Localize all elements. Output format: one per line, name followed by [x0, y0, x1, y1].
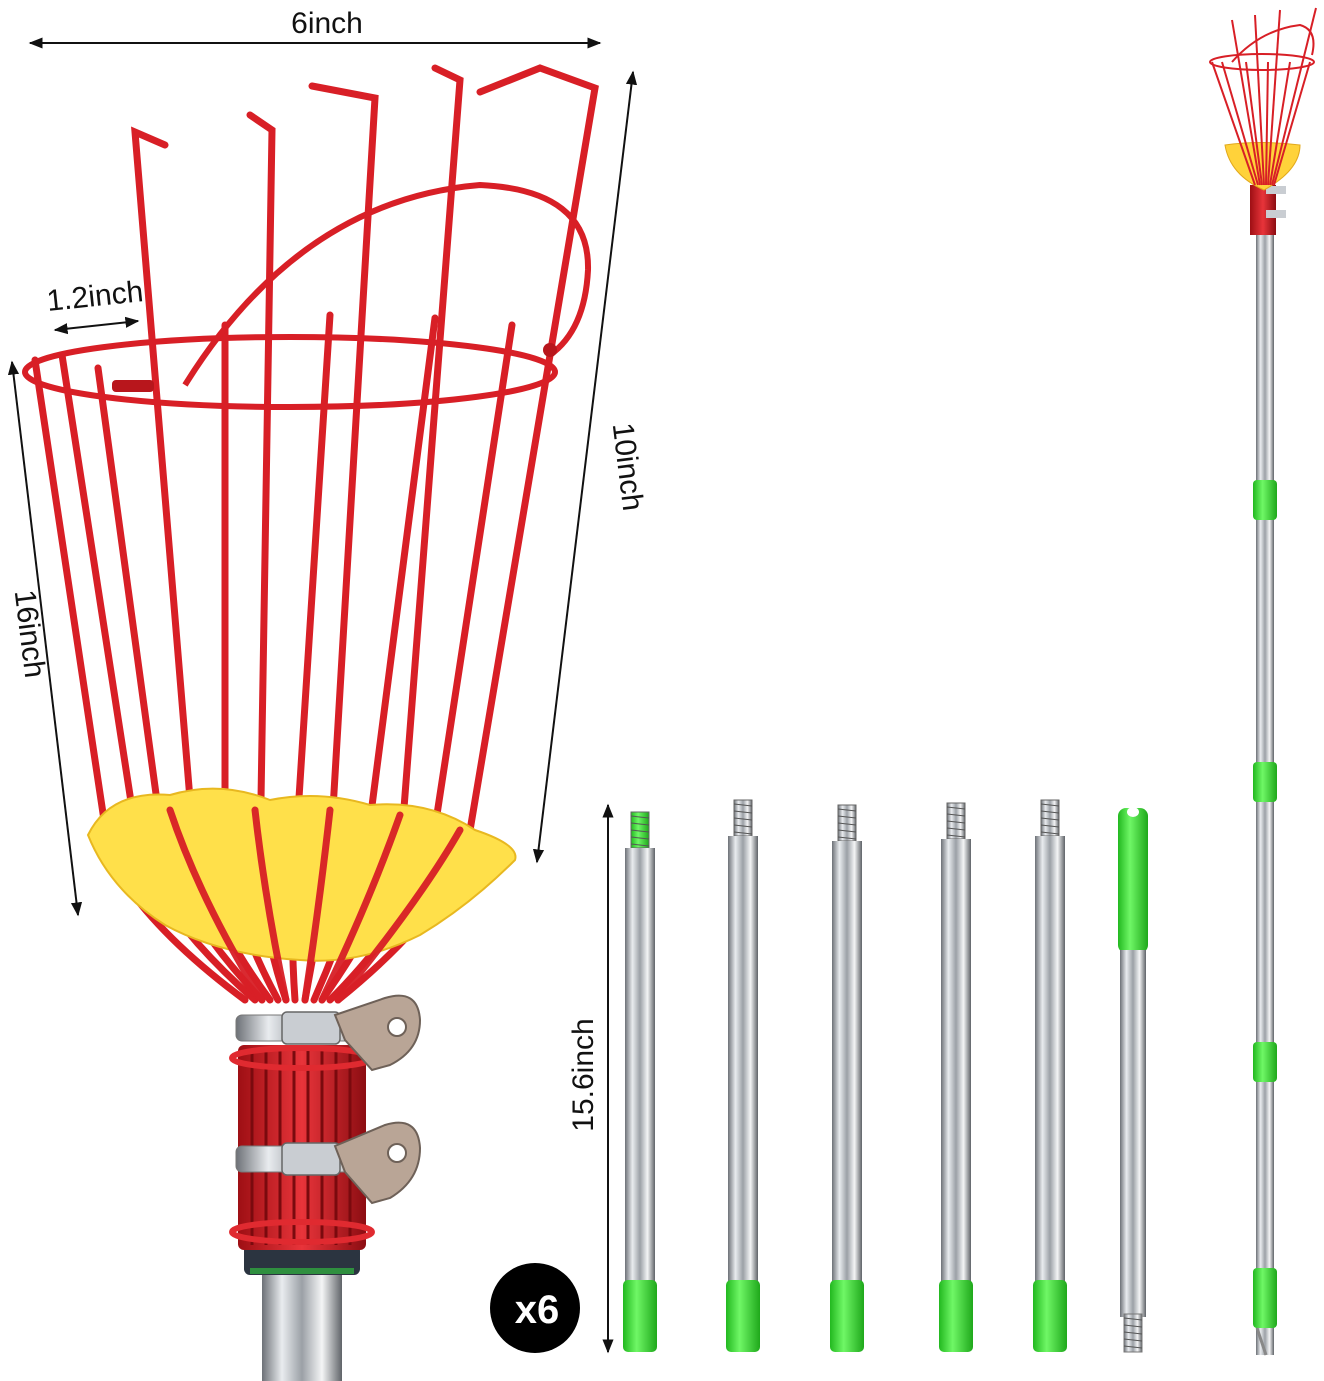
pole-segment	[939, 802, 973, 1352]
width-label: 6inch	[291, 7, 363, 40]
spacing-label: 1.2inch	[45, 275, 145, 318]
dimension-annotations	[7, 37, 638, 1354]
assembled-fruit-picker	[1209, 7, 1317, 1356]
pole-segment	[726, 799, 760, 1352]
quantity-badge: x6	[490, 1263, 580, 1353]
depth-label: 10inch	[606, 421, 650, 513]
hose-clamp-lower	[235, 1121, 422, 1205]
fruit-picker-basket	[22, 64, 599, 1381]
badge-label: x6	[515, 1288, 560, 1332]
hose-clamp-upper	[235, 994, 422, 1072]
pole-segment	[1033, 799, 1067, 1352]
sponge-pad	[86, 787, 517, 962]
pole-segments	[623, 799, 1148, 1353]
pole-segment	[623, 811, 657, 1352]
pole-segment	[830, 804, 864, 1352]
pole-length-label: 15.6inch	[567, 1018, 600, 1131]
height-label: 16inch	[8, 588, 52, 680]
pole-segment	[1118, 807, 1148, 1353]
